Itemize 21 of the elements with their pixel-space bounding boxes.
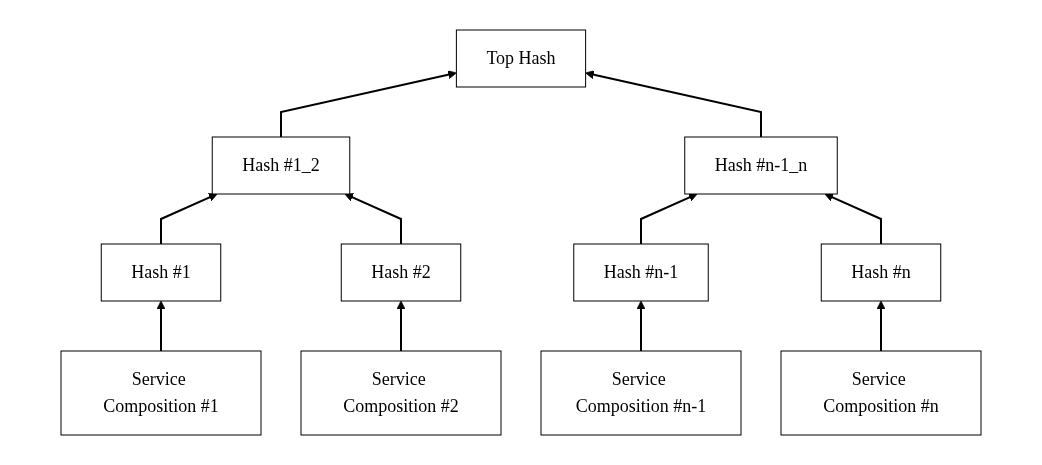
- node-box: Service Composition #n-1: [540, 350, 742, 436]
- arrow: [156, 300, 166, 352]
- arrow: [876, 300, 886, 352]
- arrow: [280, 70, 457, 138]
- arrow: [824, 193, 882, 245]
- node-box: Service Composition #n: [780, 350, 982, 436]
- node-box: Hash #n: [820, 243, 942, 302]
- node-box: Hash #1: [100, 243, 222, 302]
- arrow: [396, 300, 406, 352]
- node-box: Top Hash: [455, 29, 587, 88]
- node-box: Hash #n-1_n: [684, 136, 838, 195]
- node-box: Service Composition #2: [300, 350, 502, 436]
- arrow: [636, 300, 646, 352]
- node-box: Hash #1_2: [211, 136, 351, 195]
- arrow: [160, 193, 218, 245]
- node-box: Service Composition #1: [60, 350, 262, 436]
- arrow: [585, 70, 762, 138]
- node-box: Hash #n-1: [573, 243, 709, 302]
- node-box: Hash #2: [340, 243, 462, 302]
- arrow: [640, 193, 698, 245]
- arrow: [344, 193, 402, 245]
